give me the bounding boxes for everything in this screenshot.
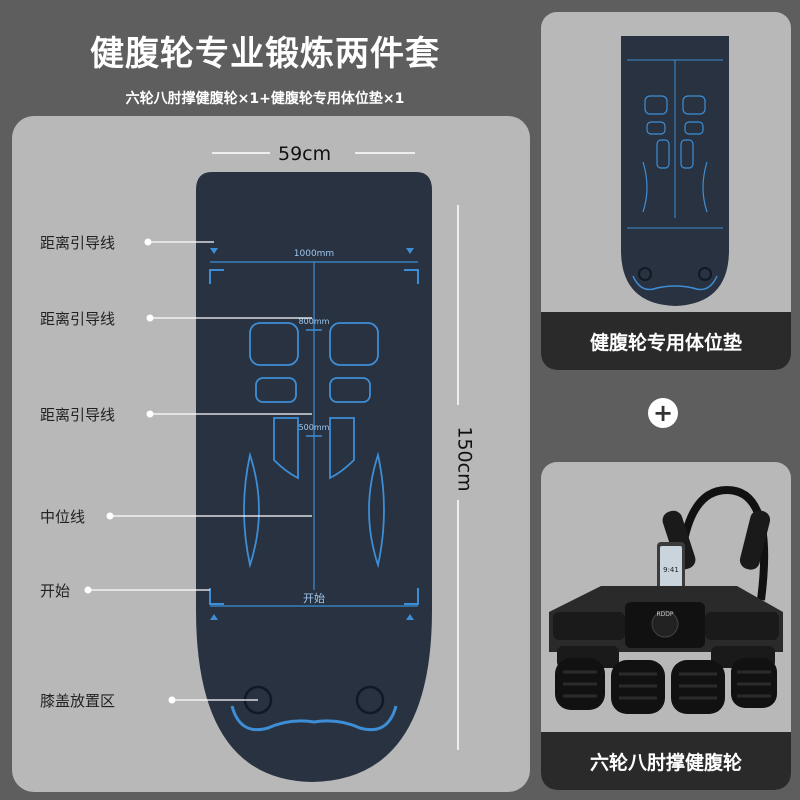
forearm-pad <box>273 417 299 480</box>
mid-measure-label-1: 800mm <box>299 317 330 326</box>
arrow-marker <box>406 248 414 254</box>
mid-measure-label-2: 500mm <box>299 423 330 432</box>
leader-dot <box>168 696 176 704</box>
mat-product-card: 健腹轮专用体位垫 <box>541 12 791 370</box>
side-guide-curve <box>368 451 385 569</box>
guide-label-knee-zone: 膝盖放置区 <box>40 692 116 710</box>
arrow-marker <box>406 614 414 620</box>
height-label: 150cm <box>453 426 476 492</box>
hand-pad <box>329 322 379 366</box>
mat-thumbnail <box>621 36 729 306</box>
plus-icon: + <box>648 398 678 428</box>
guide-label-distance-2: 距离引导线 <box>40 310 116 328</box>
width-label: 59cm <box>278 143 332 165</box>
forearm-pad <box>329 417 355 480</box>
leader-dot <box>144 238 152 246</box>
corner-bracket <box>404 588 419 605</box>
mat-caption: 健腹轮专用体位垫 <box>541 312 791 370</box>
guide-label-distance-1: 距离引导线 <box>40 234 116 252</box>
start-mark-label: 开始 <box>303 591 325 605</box>
arrow-marker <box>210 614 218 620</box>
phone-time: 9:41 <box>663 566 679 574</box>
corner-bracket <box>209 588 224 605</box>
arrow-marker <box>210 248 218 254</box>
guide-label-distance-3: 距离引导线 <box>40 406 116 424</box>
leader-dot <box>84 586 92 594</box>
elbow-pad <box>255 377 297 403</box>
leader-dot <box>146 314 154 322</box>
wheel-product-card: 9:41 RDDP 六轮八肘撑健腹轮 <box>541 462 791 790</box>
wheel-brand: RDDP <box>656 611 673 618</box>
elbow-pad <box>329 377 371 403</box>
leader-dot <box>106 512 114 520</box>
page-subtitle: 六轮八肘撑健腹轮×1+健腹轮专用体位垫×1 <box>125 91 405 107</box>
knee-circle <box>355 685 385 715</box>
leader-dot <box>146 410 154 418</box>
top-measure-label: 1000mm <box>294 249 334 259</box>
guide-label-start: 开始 <box>40 582 71 600</box>
knee-zone-outline <box>230 705 398 732</box>
wheel-caption: 六轮八肘撑健腹轮 <box>541 732 791 790</box>
page-title: 健腹轮专业锻炼两件套 <box>90 34 440 74</box>
side-guide-curve <box>243 451 260 569</box>
corner-bracket <box>209 269 224 284</box>
corner-bracket <box>404 269 419 284</box>
guide-label-center-line: 中位线 <box>40 508 86 526</box>
ab-wheel-image: 9:41 RDDP <box>549 485 783 714</box>
hand-pad <box>249 322 299 366</box>
